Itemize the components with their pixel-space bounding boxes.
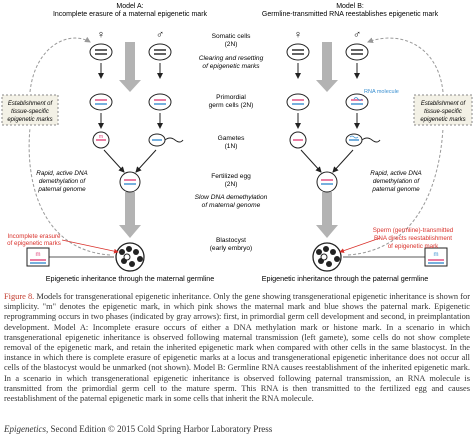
- rapid-b-3: paternal genome: [371, 186, 420, 193]
- footer-rest: , Second Edition © 2015 Cold Spring Harb…: [46, 424, 273, 434]
- mark-inset-a: m: [26, 247, 114, 267]
- model-b-title: Model B:: [336, 3, 364, 10]
- rapid-a-1: Rapid, active DNA: [36, 170, 87, 177]
- somatic-cell-female-b: [286, 43, 310, 61]
- svg-text:epigenetic marks: epigenetic marks: [420, 117, 465, 123]
- somatic-cell-male-a: [148, 43, 172, 61]
- stage-blastocyst-1: Blastocyst: [216, 237, 246, 244]
- figure-label: Figure 8.: [4, 292, 35, 301]
- figure-caption: Figure 8. Models for transgenerational e…: [4, 292, 470, 420]
- feedback-arrow-b: [347, 38, 444, 256]
- gray-arrow-a2: [119, 192, 141, 238]
- female-symbol-b: ♀: [294, 29, 302, 41]
- svg-text:m: m: [434, 252, 439, 258]
- stage-primordial-2: germ cells (2N): [209, 102, 254, 109]
- blastocyst-a: [115, 242, 145, 272]
- rapid-b-2: demethylation of: [373, 178, 420, 185]
- establishment-box-b: Establishment of tissue-specific epigene…: [413, 94, 473, 126]
- svg-text:m: m: [36, 252, 41, 258]
- mark-inset-b: m: [343, 247, 448, 267]
- fertilized-egg-a: [119, 171, 141, 193]
- male-symbol-b: ♂: [353, 29, 361, 41]
- sperm-rna-2: RNA directs reestablishment: [374, 235, 452, 242]
- diagram: Model A: Incomplete erasure of a materna…: [1, 3, 473, 283]
- rna-molecule-label: RNA molecule: [364, 89, 399, 95]
- svg-text:m: m: [99, 134, 103, 140]
- stage-somatic-2: (2N): [225, 41, 238, 48]
- svg-text:tissue-specific: tissue-specific: [424, 109, 462, 115]
- gamete-sperm-a: [148, 133, 184, 147]
- female-symbol-a: ♀: [97, 29, 105, 41]
- gray-arrow-b2: [316, 192, 338, 238]
- stage-clearing-2: of epigenetic marks: [202, 63, 260, 70]
- rapid-b-1: Rapid, active DNA: [370, 170, 421, 177]
- caption-text: Models for transgenerational epigenetic …: [4, 292, 470, 404]
- stage-fertilized-1: Fertilized egg: [211, 173, 251, 180]
- stage-slow-2: of maternal genome: [202, 202, 261, 209]
- gray-arrow-b1: [316, 42, 338, 92]
- stage-fertilized-2: (2N): [225, 181, 238, 188]
- establishment-box-a: Establishment of tissue-specific epigene…: [1, 94, 59, 126]
- gamete-egg-b: [289, 131, 307, 149]
- footer: Epigenetics, Second Edition © 2015 Cold …: [4, 424, 470, 434]
- rapid-a-2: demethylation of: [39, 178, 86, 185]
- stage-primordial-1: Primordial: [216, 94, 246, 101]
- stage-gametes-2: (1N): [225, 143, 238, 150]
- gray-arrow-group: [119, 42, 338, 238]
- svg-text:Establishment of: Establishment of: [8, 101, 54, 107]
- sperm-rna-arrow: [339, 237, 381, 253]
- fertilized-egg-b: [316, 171, 338, 193]
- gray-arrow-a1: [119, 42, 141, 92]
- model-a-subtitle: Incomplete erasure of a maternal epigene…: [53, 11, 208, 18]
- svg-text:epigenetic marks: epigenetic marks: [7, 117, 52, 123]
- blastocyst-b: [312, 242, 342, 272]
- somatic-cell-male-b: [345, 43, 369, 61]
- model-a-title: Model A:: [116, 3, 143, 10]
- stage-slow-1: Slow DNA demethylation: [195, 194, 268, 201]
- rapid-a-3: paternal genome: [37, 186, 86, 193]
- pgc-male-b: [345, 93, 369, 111]
- stage-blastocyst-2: (early embryo): [210, 245, 253, 252]
- stage-gametes-1: Gametes: [218, 135, 245, 142]
- incomplete-erasure-1: Incomplete erasure: [8, 233, 62, 240]
- model-b-subtitle: Germline-transmitted RNA reestablishes e…: [262, 11, 439, 18]
- sperm-rna-3: of epigenetic mark: [388, 243, 439, 250]
- footer-book: Epigenetics: [4, 424, 46, 434]
- stage-clearing-1: Clearing and resetting: [199, 55, 264, 62]
- inheritance-paternal: Epigenetic inheritance through the pater…: [262, 274, 429, 283]
- gamete-sperm-b: [345, 133, 381, 147]
- feedback-arrow-a: [28, 38, 111, 256]
- pgc-male-a: [148, 93, 172, 111]
- pgc-female-a: [89, 93, 113, 111]
- somatic-cell-female-a: [89, 43, 113, 61]
- gamete-egg-a: m: [92, 131, 110, 149]
- sperm-rna-1: Sperm (germline)-transmitted: [373, 227, 454, 234]
- svg-text:Establishment of: Establishment of: [421, 101, 467, 107]
- incomplete-erasure-2: of epigenetic marks: [7, 240, 61, 247]
- incomplete-erasure-arrow: [61, 239, 119, 254]
- svg-text:tissue-specific: tissue-specific: [11, 109, 49, 115]
- stage-somatic-1: Somatic cells: [212, 33, 252, 40]
- inheritance-maternal: Epigenetic inheritance through the mater…: [46, 274, 215, 283]
- male-symbol-a: ♂: [156, 29, 164, 41]
- pgc-female-b: [286, 93, 310, 111]
